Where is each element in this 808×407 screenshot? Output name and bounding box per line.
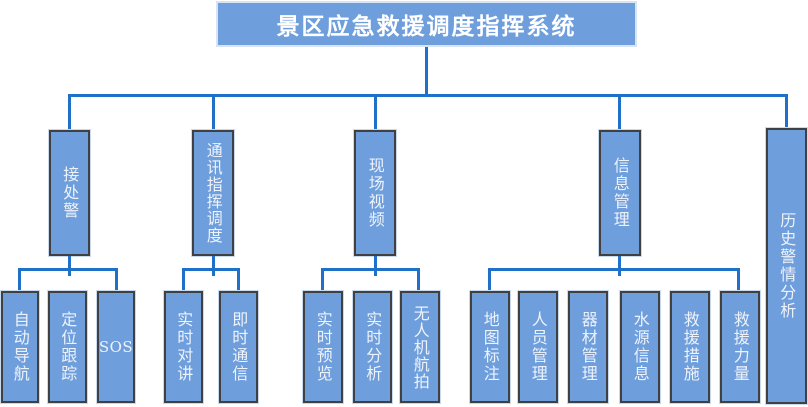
node-instant-messaging-label: 即时通信 (229, 311, 249, 383)
node-personnel-management-label: 人员管理 (528, 311, 548, 383)
connector-g3-stub (374, 256, 377, 276)
connector-g4-horizontal (488, 268, 740, 271)
connector-g1-drop-right (115, 268, 118, 291)
connector-g1-stub (68, 256, 71, 276)
node-water-source-info: 水源信息 (620, 291, 660, 403)
connector-g1-drop-left (18, 268, 21, 291)
node-alarm-handling-label: 接处警 (60, 166, 80, 220)
node-sos-label: SOS (98, 338, 134, 356)
node-rescue-measures-label: 救援措施 (680, 311, 700, 383)
node-root-title: 景区应急救援调度指挥系统 (216, 1, 637, 47)
connector-g2-drop-right (237, 268, 240, 291)
node-info-management: 信息管理 (599, 130, 641, 256)
connector-drop-alarm-handling (68, 94, 71, 130)
node-rescue-forces-label: 救援力量 (730, 311, 750, 383)
node-auto-navigation-label: 自动导航 (10, 311, 30, 383)
node-alarm-handling: 接处警 (49, 130, 90, 256)
node-info-management-label: 信息管理 (610, 157, 630, 229)
connector-g2-stub (212, 256, 215, 276)
connector-g4-drop-left (488, 268, 491, 291)
node-comm-command-dispatch: 通讯指挥调度 (192, 130, 234, 256)
node-auto-navigation: 自动导航 (1, 291, 39, 403)
node-location-tracking-label: 定位跟踪 (58, 311, 78, 383)
node-drone-aerial: 无人机航拍 (400, 291, 440, 403)
connector-drop-history-analysis (785, 94, 788, 128)
connector-g3-drop-left (321, 268, 324, 291)
node-rescue-forces: 救援力量 (720, 291, 760, 403)
connector-g1-horizontal (18, 268, 118, 271)
node-personnel-management: 人员管理 (518, 291, 558, 403)
connector-g2-horizontal (182, 268, 240, 271)
node-map-annotation-label: 地图标注 (480, 311, 500, 383)
node-sos: SOS (97, 291, 135, 403)
root-title-label: 景区应急救援调度指挥系统 (276, 13, 577, 40)
connector-level1-horizontal (68, 94, 788, 97)
node-realtime-intercom: 实时对讲 (164, 291, 203, 403)
node-history-analysis: 历史警情分析 (766, 128, 807, 404)
node-realtime-analysis: 实时分析 (353, 291, 392, 403)
node-rescue-measures: 救援措施 (670, 291, 710, 403)
connector-g3-drop-right (417, 268, 420, 291)
connector-drop-comm-dispatch (212, 94, 215, 130)
node-history-analysis-label: 历史警情分析 (777, 212, 797, 320)
node-comm-command-dispatch-label: 通讯指挥调度 (203, 142, 223, 244)
connector-drop-info-management (618, 94, 621, 130)
node-instant-messaging: 即时通信 (219, 291, 258, 403)
connector-g4-stub (618, 256, 621, 276)
node-equipment-management-label: 器材管理 (578, 311, 598, 383)
connector-drop-live-video (374, 94, 377, 130)
node-realtime-preview: 实时预览 (303, 291, 343, 403)
node-live-video: 现场视频 (354, 130, 396, 256)
connector-g4-drop-right (737, 268, 740, 291)
node-realtime-analysis-label: 实时分析 (363, 311, 383, 383)
node-equipment-management: 器材管理 (568, 291, 608, 403)
node-water-source-info-label: 水源信息 (630, 311, 650, 383)
connector-g3-horizontal (321, 268, 420, 271)
connector-g2-drop-left (182, 268, 185, 291)
node-realtime-intercom-label: 实时对讲 (174, 311, 194, 383)
node-live-video-label: 现场视频 (365, 157, 385, 229)
connector-root-stub (425, 47, 428, 95)
node-realtime-preview-label: 实时预览 (313, 311, 333, 383)
node-drone-aerial-label: 无人机航拍 (410, 304, 430, 390)
node-location-tracking: 定位跟踪 (48, 291, 87, 403)
node-map-annotation: 地图标注 (470, 291, 510, 403)
